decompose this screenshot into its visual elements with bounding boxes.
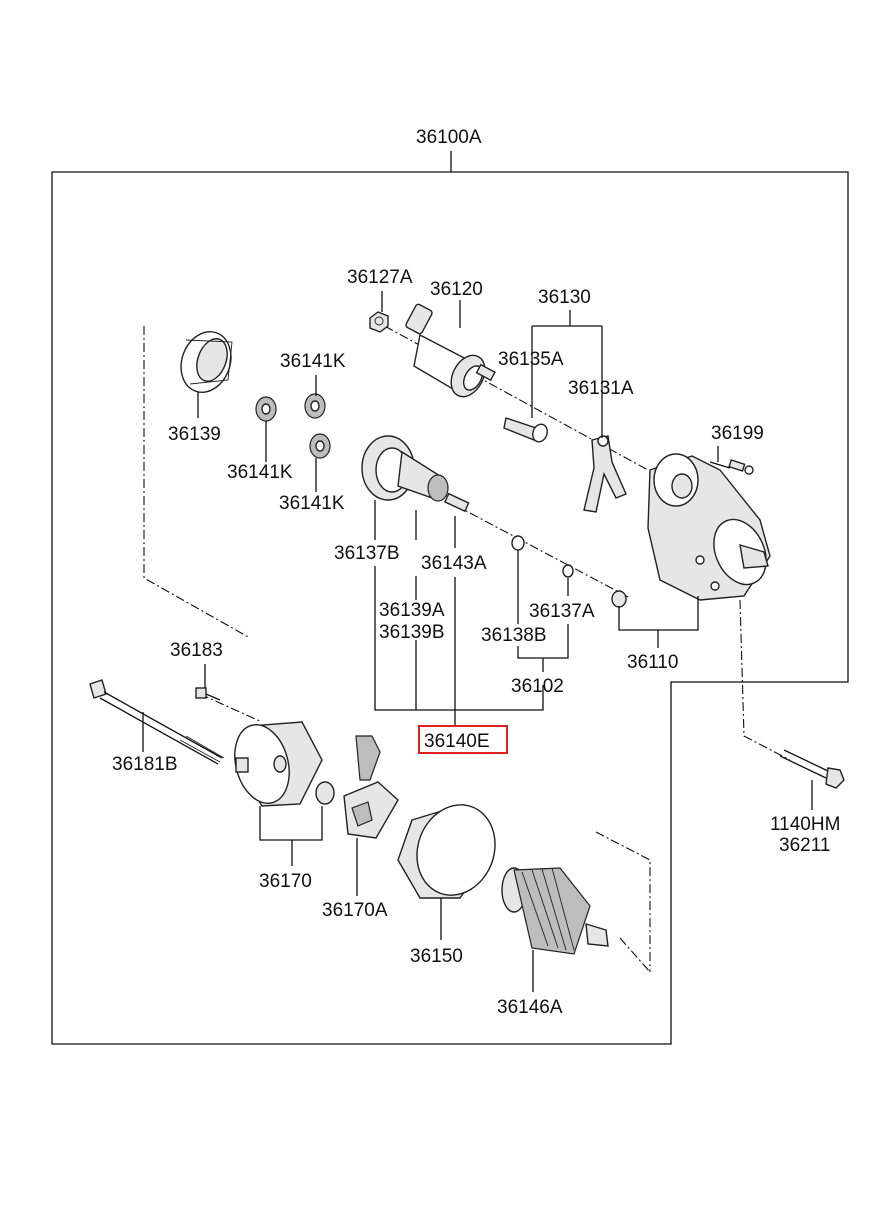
label-36139B[interactable]: 36139B <box>379 622 445 643</box>
planet-gear-36141K-2[interactable] <box>255 396 277 422</box>
cover-36139[interactable] <box>173 325 239 400</box>
label-36137B[interactable]: 36137B <box>334 543 400 564</box>
bushing-36110[interactable] <box>611 590 627 608</box>
label-36110[interactable]: 36110 <box>627 652 678 673</box>
yoke-36150[interactable] <box>397 794 507 906</box>
label-36135A[interactable]: 36135A <box>498 349 564 370</box>
label-36181B[interactable]: 36181B <box>112 754 178 775</box>
lever-36131A[interactable] <box>583 435 627 513</box>
label-36131A[interactable]: 36131A <box>568 378 634 399</box>
label-36130[interactable]: 36130 <box>538 287 591 308</box>
assembly-boundary <box>51 171 849 1045</box>
brush-holder-36170A[interactable] <box>343 735 399 839</box>
armature-36146A[interactable] <box>501 867 609 955</box>
label-36141K-1[interactable]: 36141K <box>280 351 346 372</box>
planet-gear-36141K-3[interactable] <box>309 433 331 459</box>
bolt-1140HM-36211[interactable] <box>779 749 845 789</box>
part-labels: 36127A 36120 36130 36135A 36131A 36141K … <box>112 267 840 1018</box>
label-36143A[interactable]: 36143A <box>421 553 487 574</box>
leader-lines <box>142 291 813 992</box>
label-36137A[interactable]: 36137A <box>529 601 595 622</box>
planet-gear-36141K-1[interactable] <box>304 393 326 419</box>
label-36170A[interactable]: 36170A <box>322 900 388 921</box>
label-36120[interactable]: 36120 <box>430 279 483 300</box>
label-36141K-2[interactable]: 36141K <box>227 462 293 483</box>
highlight-box-36140E <box>418 725 508 754</box>
plunger-36135A[interactable] <box>503 417 550 444</box>
label-36141K-3[interactable]: 36141K <box>279 493 345 514</box>
housing-36110[interactable] <box>647 453 776 601</box>
label-36150[interactable]: 36150 <box>410 946 463 967</box>
label-36170[interactable]: 36170 <box>259 871 312 892</box>
label-36139[interactable]: 36139 <box>168 424 221 445</box>
label-1140HM[interactable]: 1140HM <box>770 814 840 835</box>
screw-36199[interactable] <box>728 459 754 475</box>
label-36102[interactable]: 36102 <box>511 676 564 697</box>
label-36146A[interactable]: 36146A <box>497 997 563 1018</box>
drive-gear-assembly[interactable] <box>361 435 470 513</box>
label-36127A[interactable]: 36127A <box>347 267 413 288</box>
label-36139A[interactable]: 36139A <box>379 600 445 621</box>
rear-cover-36170[interactable] <box>227 719 335 810</box>
label-36140E[interactable]: 36140E <box>424 731 490 752</box>
label-36138B[interactable]: 36138B <box>481 625 547 646</box>
label-36211[interactable]: 36211 <box>779 835 830 856</box>
ring-36137A[interactable] <box>562 564 574 578</box>
assembly-axis-lines <box>143 317 791 973</box>
label-36183[interactable]: 36183 <box>170 640 223 661</box>
through-bolt-36181B[interactable] <box>89 679 225 765</box>
assembly-label-36100A[interactable]: 36100A <box>416 127 482 148</box>
solenoid-36120[interactable] <box>405 303 496 402</box>
label-36199[interactable]: 36199 <box>711 423 764 444</box>
ring-36138B[interactable] <box>511 535 525 551</box>
screw-36183[interactable] <box>195 687 221 701</box>
nut-36127A[interactable] <box>369 311 389 333</box>
